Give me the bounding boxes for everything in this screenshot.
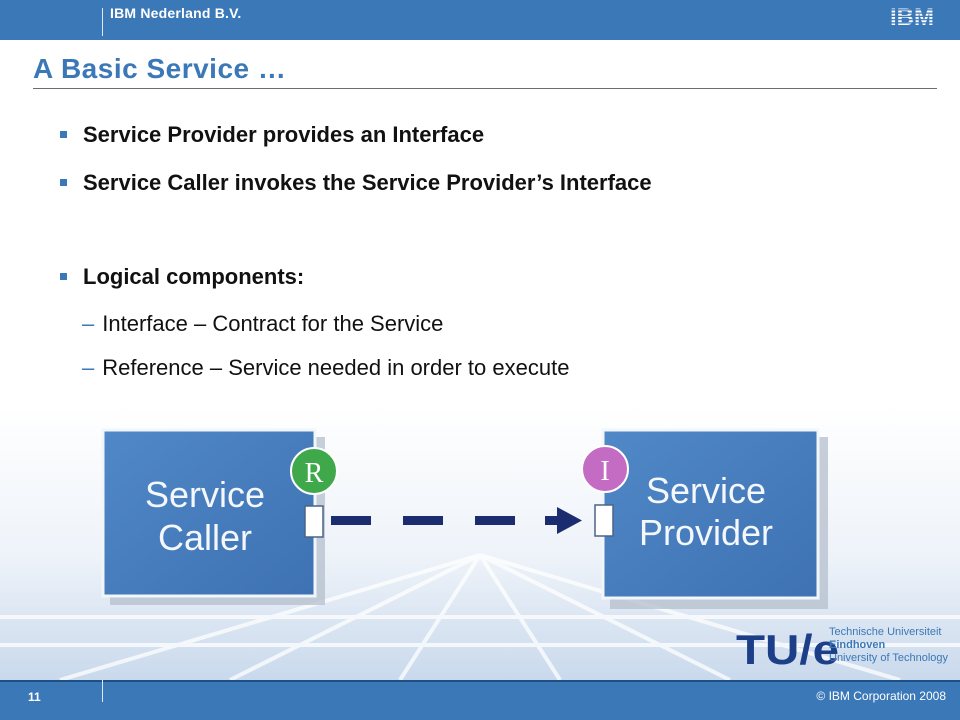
service-diagram: Service Caller R Service Provider I (0, 405, 960, 680)
provider-label-line2: Provider (639, 512, 773, 553)
interface-port (594, 504, 614, 537)
slide-title: A Basic Service … (33, 53, 287, 84)
sub-bullet-item: –Reference – Service needed in order to … (82, 355, 569, 381)
reference-badge: R (290, 447, 338, 495)
page-number: 11 (28, 690, 41, 704)
sub-bullet-text: Reference – Service needed in order to e… (102, 355, 570, 380)
sub-bullet-text: Interface – Contract for the Service (102, 311, 444, 336)
footer-top-line (0, 680, 960, 682)
bullet-text: Service Caller invokes the Service Provi… (83, 170, 652, 195)
service-provider-box: Service Provider (601, 428, 828, 609)
caller-label-line2: Caller (158, 517, 252, 558)
svg-text:I: I (600, 456, 609, 487)
invocation-arrow (331, 507, 582, 534)
tue-line-2: Eindhoven (829, 639, 886, 651)
header-divider (102, 8, 103, 36)
tue-line-3: University of Technology (829, 652, 949, 664)
title-underline (33, 88, 937, 89)
service-caller-box: Service Caller (101, 428, 325, 605)
floor-grid-lines (0, 553, 960, 680)
interface-badge: I (581, 445, 629, 493)
ibm-logo: IBM (890, 4, 934, 30)
tue-logo: TU/e Technische Universiteit Eindhoven U… (736, 624, 952, 672)
footer-divider (102, 680, 103, 702)
sub-bullet-item: –Interface – Contract for the Service (82, 311, 443, 337)
svg-text:IBM: IBM (890, 4, 934, 30)
square-bullet-icon (60, 179, 67, 186)
dash-marker: – (82, 355, 95, 380)
svg-text:R: R (305, 458, 324, 489)
dash-marker: – (82, 311, 95, 336)
tue-line-1: Technische Universiteit (829, 626, 942, 638)
company-name: IBM Nederland B.V. (110, 5, 242, 21)
header-bar: IBM Nederland B.V. IBM (0, 0, 960, 40)
copyright-text: © IBM Corporation 2008 (816, 689, 946, 703)
tue-mark: TU/e (736, 626, 839, 672)
bullet-text: Logical components: (83, 264, 305, 289)
footer-bar: 11 © IBM Corporation 2008 (0, 680, 960, 720)
reference-port (304, 505, 324, 538)
provider-label-line1: Service (646, 470, 766, 511)
bullet-text: Service Provider provides an Interface (83, 122, 485, 147)
square-bullet-icon (60, 273, 67, 280)
caller-label-line1: Service (145, 474, 265, 515)
square-bullet-icon (60, 131, 67, 138)
svg-text:TU/e: TU/e (736, 626, 839, 672)
